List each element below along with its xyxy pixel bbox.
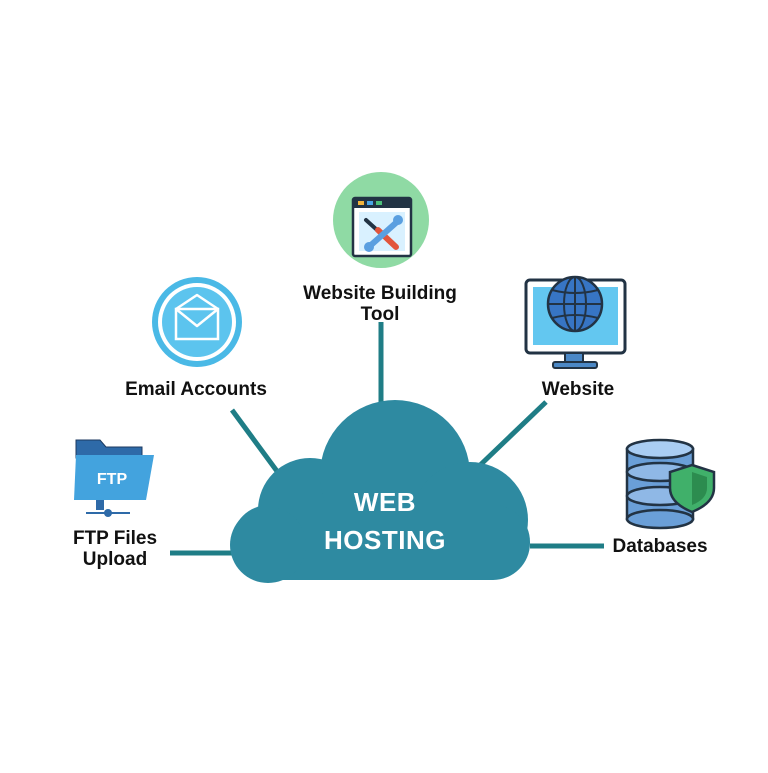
cloud-label-line2: HOSTING xyxy=(324,525,446,555)
label-databases-line1: Databases xyxy=(612,536,708,557)
label-email-accounts: Email Accounts xyxy=(96,379,296,400)
ftp-folder-icon: FTP xyxy=(74,439,154,517)
globe-monitor-icon xyxy=(524,275,627,369)
tools-window-icon xyxy=(333,172,429,268)
label-email-accounts-line1: Email Accounts xyxy=(125,379,267,400)
label-ftp-files-upload: FTP Files Upload xyxy=(60,528,170,570)
label-ftp-files-upload-line2: Upload xyxy=(82,549,148,570)
label-website-building-tool-line1: Website Building xyxy=(303,283,457,304)
envelope-icon xyxy=(152,277,242,367)
label-website-building-tool-line2: Tool xyxy=(360,304,400,325)
label-ftp-files-upload-line1: FTP Files xyxy=(72,528,158,549)
web-hosting-cloud xyxy=(230,400,530,583)
database-shield-icon xyxy=(625,438,716,530)
label-website: Website xyxy=(528,379,628,400)
label-website-line1: Website xyxy=(541,379,615,400)
label-website-building-tool: Website Building Tool xyxy=(280,283,480,325)
cloud-label-line1: WEB xyxy=(353,487,417,517)
connector-website xyxy=(473,400,548,472)
cloud-label: WEB HOSTING xyxy=(300,483,470,559)
label-databases: Databases xyxy=(600,536,720,557)
ftp-folder-text: FTP xyxy=(97,471,128,488)
connector-email-accounts xyxy=(229,408,285,480)
